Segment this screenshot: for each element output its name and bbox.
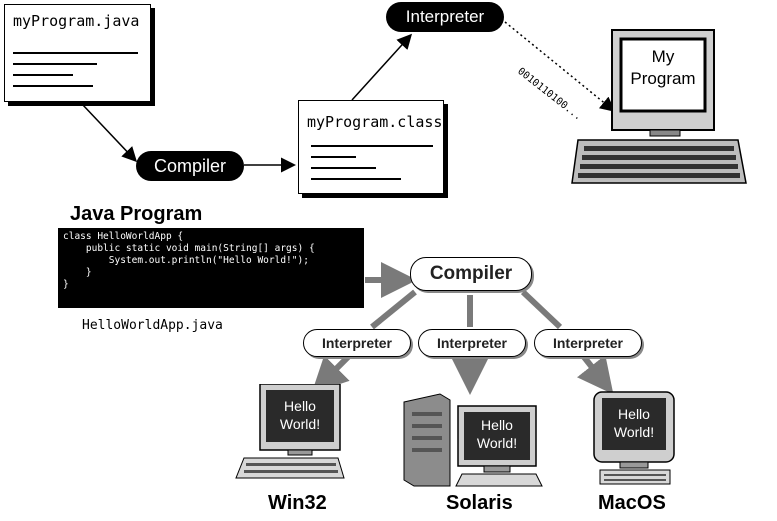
solaris-computer-illustration <box>403 393 543 487</box>
platform-label-macos: MacOS <box>598 492 666 514</box>
arrow-compiler-to-left <box>370 289 417 330</box>
platform-label-solaris: Solaris <box>446 492 513 514</box>
arrow-java-to-compiler <box>81 103 138 163</box>
interpreter-label: Interpreter <box>405 7 485 26</box>
macos-computer-illustration <box>593 391 675 485</box>
monitor-text-line1: My <box>651 47 675 66</box>
macos-screen-line2: World! <box>613 424 655 440</box>
java-source-document: myProgram.java <box>4 4 151 102</box>
computer-illustration <box>571 29 747 184</box>
win32-screen-text: Hello World! <box>266 397 334 433</box>
interpreter-win32-label: Interpreter <box>321 335 393 351</box>
compiler-label: Compiler <box>153 156 227 176</box>
arrow-class-to-interpreter <box>351 33 413 101</box>
arrow-to-macos <box>577 355 614 395</box>
hello-world-filename: HelloWorldApp.java <box>82 318 223 333</box>
arrow-to-win32 <box>311 354 351 394</box>
code-block: class HelloWorldApp { public static void… <box>58 228 364 308</box>
java-program-title: Java Program <box>70 203 203 225</box>
interpreter-solaris-label: Interpreter <box>436 335 508 351</box>
compiler-pill-bottom: Compiler <box>410 257 532 291</box>
class-filename: myProgram.class <box>307 113 443 131</box>
arrow-compiler-to-right <box>520 289 563 330</box>
interpreter-pill-macos: Interpreter <box>534 329 642 357</box>
solaris-screen-line1: Hello <box>481 417 513 433</box>
interpreter-pill-top: Interpreter <box>386 2 504 32</box>
interpreter-pill-solaris: Interpreter <box>418 329 526 357</box>
platform-label-win32: Win32 <box>268 492 327 514</box>
java-filename: myProgram.java <box>13 12 140 30</box>
arrow-interpreter-to-computer <box>504 21 616 112</box>
macos-screen-text: Hello World! <box>602 405 666 441</box>
compiler-bottom-label: Compiler <box>429 263 513 284</box>
win32-computer-illustration <box>235 384 345 479</box>
interpreter-macos-label: Interpreter <box>552 335 624 351</box>
macos-screen-line1: Hello <box>618 406 650 422</box>
win32-screen-line2: World! <box>279 416 321 432</box>
monitor-text: My Program <box>622 46 704 90</box>
monitor-text-line2: Program <box>630 69 696 88</box>
solaris-screen-text: Hello World! <box>465 416 529 452</box>
class-file-document: myProgram.class <box>298 100 444 194</box>
win32-screen-line1: Hello <box>284 398 316 414</box>
interpreter-pill-win32: Interpreter <box>303 329 411 357</box>
compiler-pill-top: Compiler <box>136 151 244 181</box>
solaris-screen-line2: World! <box>476 435 518 451</box>
